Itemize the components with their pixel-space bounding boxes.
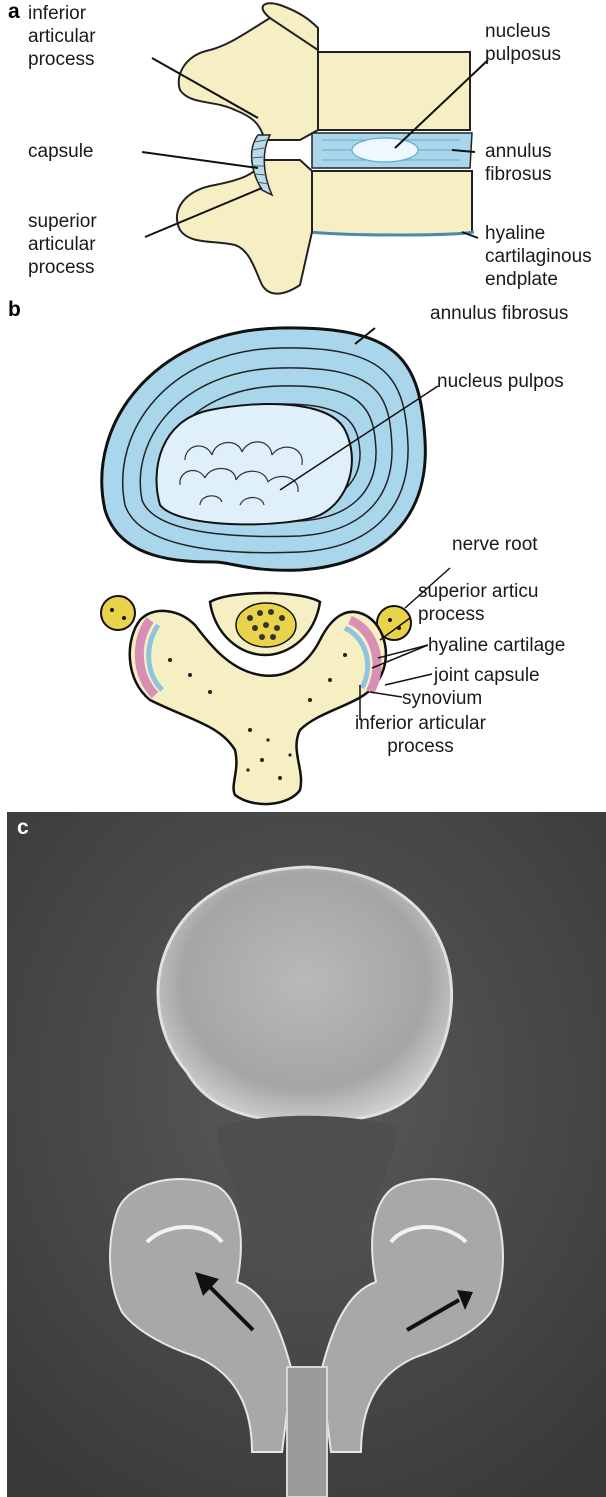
axial-ct-scan (7, 812, 606, 1497)
label-inferior-articular-process: inferior articular process (28, 2, 96, 71)
panel-a: a inferior articular process capsule (0, 0, 606, 300)
label-nerve-root: nerve root (452, 533, 538, 556)
panel-c-ct-image: c (7, 812, 606, 1497)
label-annulus-fibrosus: annulus fibrosus (485, 140, 552, 186)
label-superior-articu-process: superior articu process (418, 580, 538, 626)
panel-c-letter: c (17, 816, 29, 840)
label-inferior-articular-process-b: inferior articular process (355, 712, 486, 758)
label-nucleus-pulposus: nucleus pulposus (485, 20, 561, 66)
label-hyaline-cartilage: hyaline cartilage (428, 634, 565, 657)
label-nucleus-pulpos: nucleus pulpos (437, 370, 564, 393)
label-annulus-fibrosus-b: annulus fibrosus (430, 302, 568, 325)
label-joint-capsule: joint capsule (434, 664, 540, 687)
label-superior-articular-process: superior articular process (28, 210, 97, 279)
panel-b: b (0, 300, 606, 810)
label-capsule: capsule (28, 140, 94, 163)
label-synovium: synovium (402, 687, 482, 710)
label-hyaline-cartilaginous-endplate: hyaline cartilaginous endplate (485, 222, 592, 291)
